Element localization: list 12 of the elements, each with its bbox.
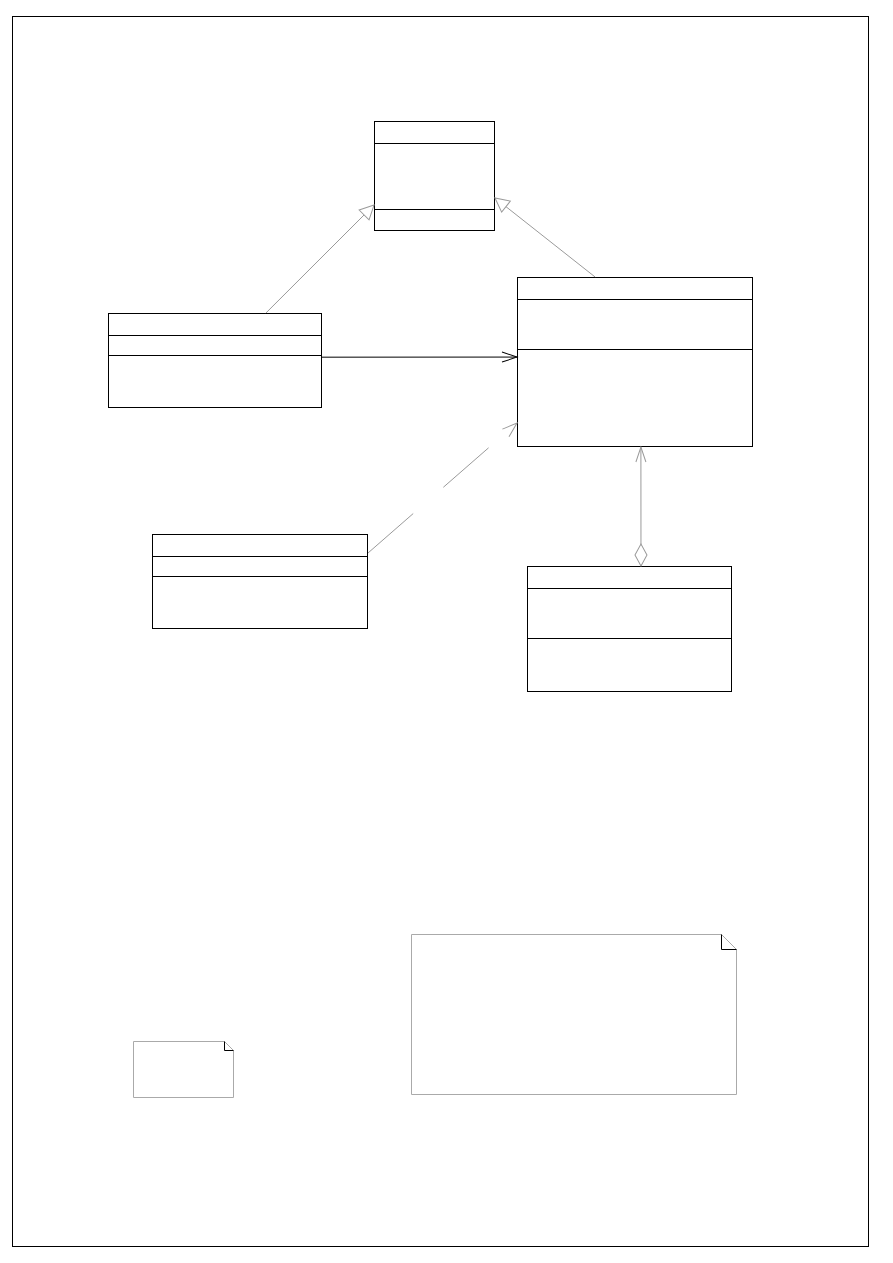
arrow: [494, 197, 596, 278]
class-box: [374, 121, 495, 231]
arrow: [265, 204, 375, 314]
arrow: [634, 446, 648, 567]
class-box: [517, 277, 753, 447]
arrow: [321, 351, 518, 363]
arrow: [367, 422, 518, 554]
class-box: [527, 566, 732, 692]
note-shape: [133, 1041, 234, 1098]
note-shape: [411, 934, 737, 1095]
class-box: [152, 534, 368, 629]
class-box: [108, 313, 322, 408]
